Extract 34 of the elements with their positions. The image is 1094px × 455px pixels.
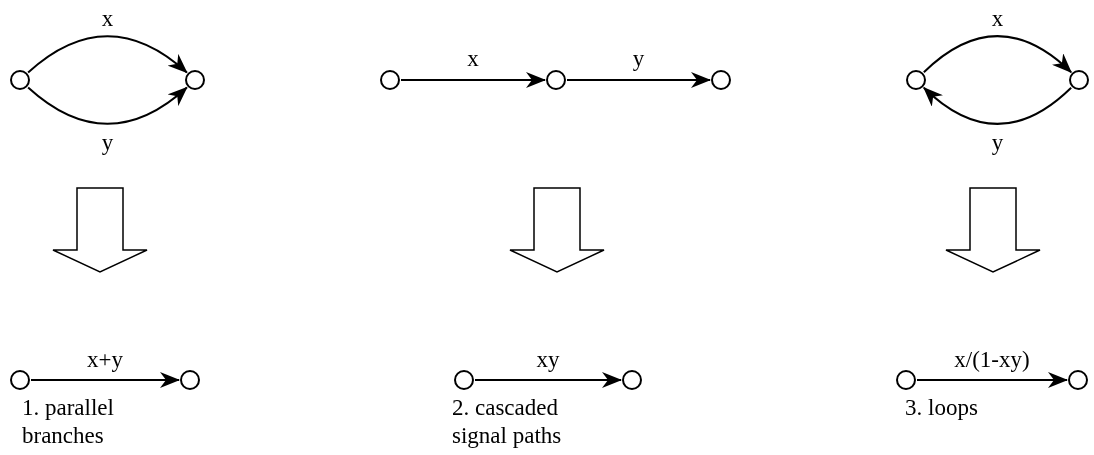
edge-label: x [466,46,480,70]
caption: 3. loops [905,394,979,422]
arrow [27,35,188,74]
arrow [566,72,711,88]
edge-label: y [990,130,1005,154]
circle-node [1069,70,1089,90]
edge-label: xy [535,347,561,371]
circle-node [622,370,642,390]
circle-node [10,70,30,90]
edge-label: y [631,46,646,70]
edge-label: x [100,6,115,30]
circle-node [380,70,400,90]
circle-node [180,370,200,390]
circle-node [711,70,731,90]
edge-label: x+y [86,347,124,371]
circle-node [906,70,926,90]
arrow [474,372,622,388]
arrow [30,372,180,388]
edge-label: x [990,6,1005,30]
arrow [27,86,188,125]
circle-node [185,70,205,90]
circle-node [10,370,30,390]
circle-node [454,370,474,390]
edge-label: y [100,130,115,154]
circle-node [546,70,566,90]
caption: 1. parallel branches [22,394,115,450]
arrow [922,35,1073,74]
edge-label: x/(1-xy) [953,347,1031,371]
caption: 2. cascaded signal paths [452,394,563,450]
circle-node [896,370,916,390]
circle-node [1068,370,1088,390]
arrow [916,372,1068,388]
arrow [922,86,1073,125]
arrow [400,72,546,88]
